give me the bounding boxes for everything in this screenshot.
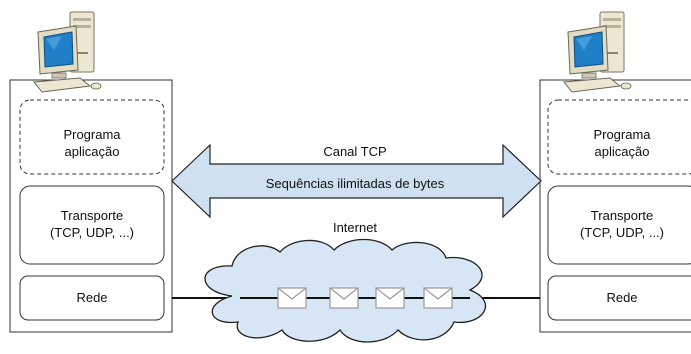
left-application-line2: aplicação [65,144,120,159]
tcp-channel-title: Canal TCP [323,144,386,159]
tcp-channel-arrow [171,143,542,219]
left-network-label: Rede [76,290,107,305]
right-transport-box [547,185,691,265]
left-application-line1: Programa [63,127,121,142]
right-network-box [547,275,691,321]
envelope-icon [423,287,453,309]
right-transport-line2: (TCP, UDP, ...) [580,225,664,240]
internet-label: Internet [333,220,377,235]
right-application-line2: aplicação [595,144,650,159]
right-application-box [547,99,691,175]
left-transport-line2: (TCP, UDP, ...) [50,225,134,240]
tcp-channel-subtitle: Sequências ilimitadas de bytes [266,176,445,191]
left-host: Programa aplicação Transporte (TCP, UDP,… [9,79,173,333]
right-transport-line1: Transporte [591,208,653,223]
left-transport-line1: Transporte [61,208,123,223]
right-application-line1: Programa [593,127,651,142]
left-application-box [19,99,165,175]
left-network-box [19,275,165,321]
envelope-icon [375,287,405,309]
right-host: Programa aplicação Transporte (TCP, UDP,… [539,79,691,333]
left-transport-box [19,185,165,265]
right-network-label: Rede [606,290,637,305]
envelope-icon [329,287,359,309]
envelope-icon [277,287,307,309]
